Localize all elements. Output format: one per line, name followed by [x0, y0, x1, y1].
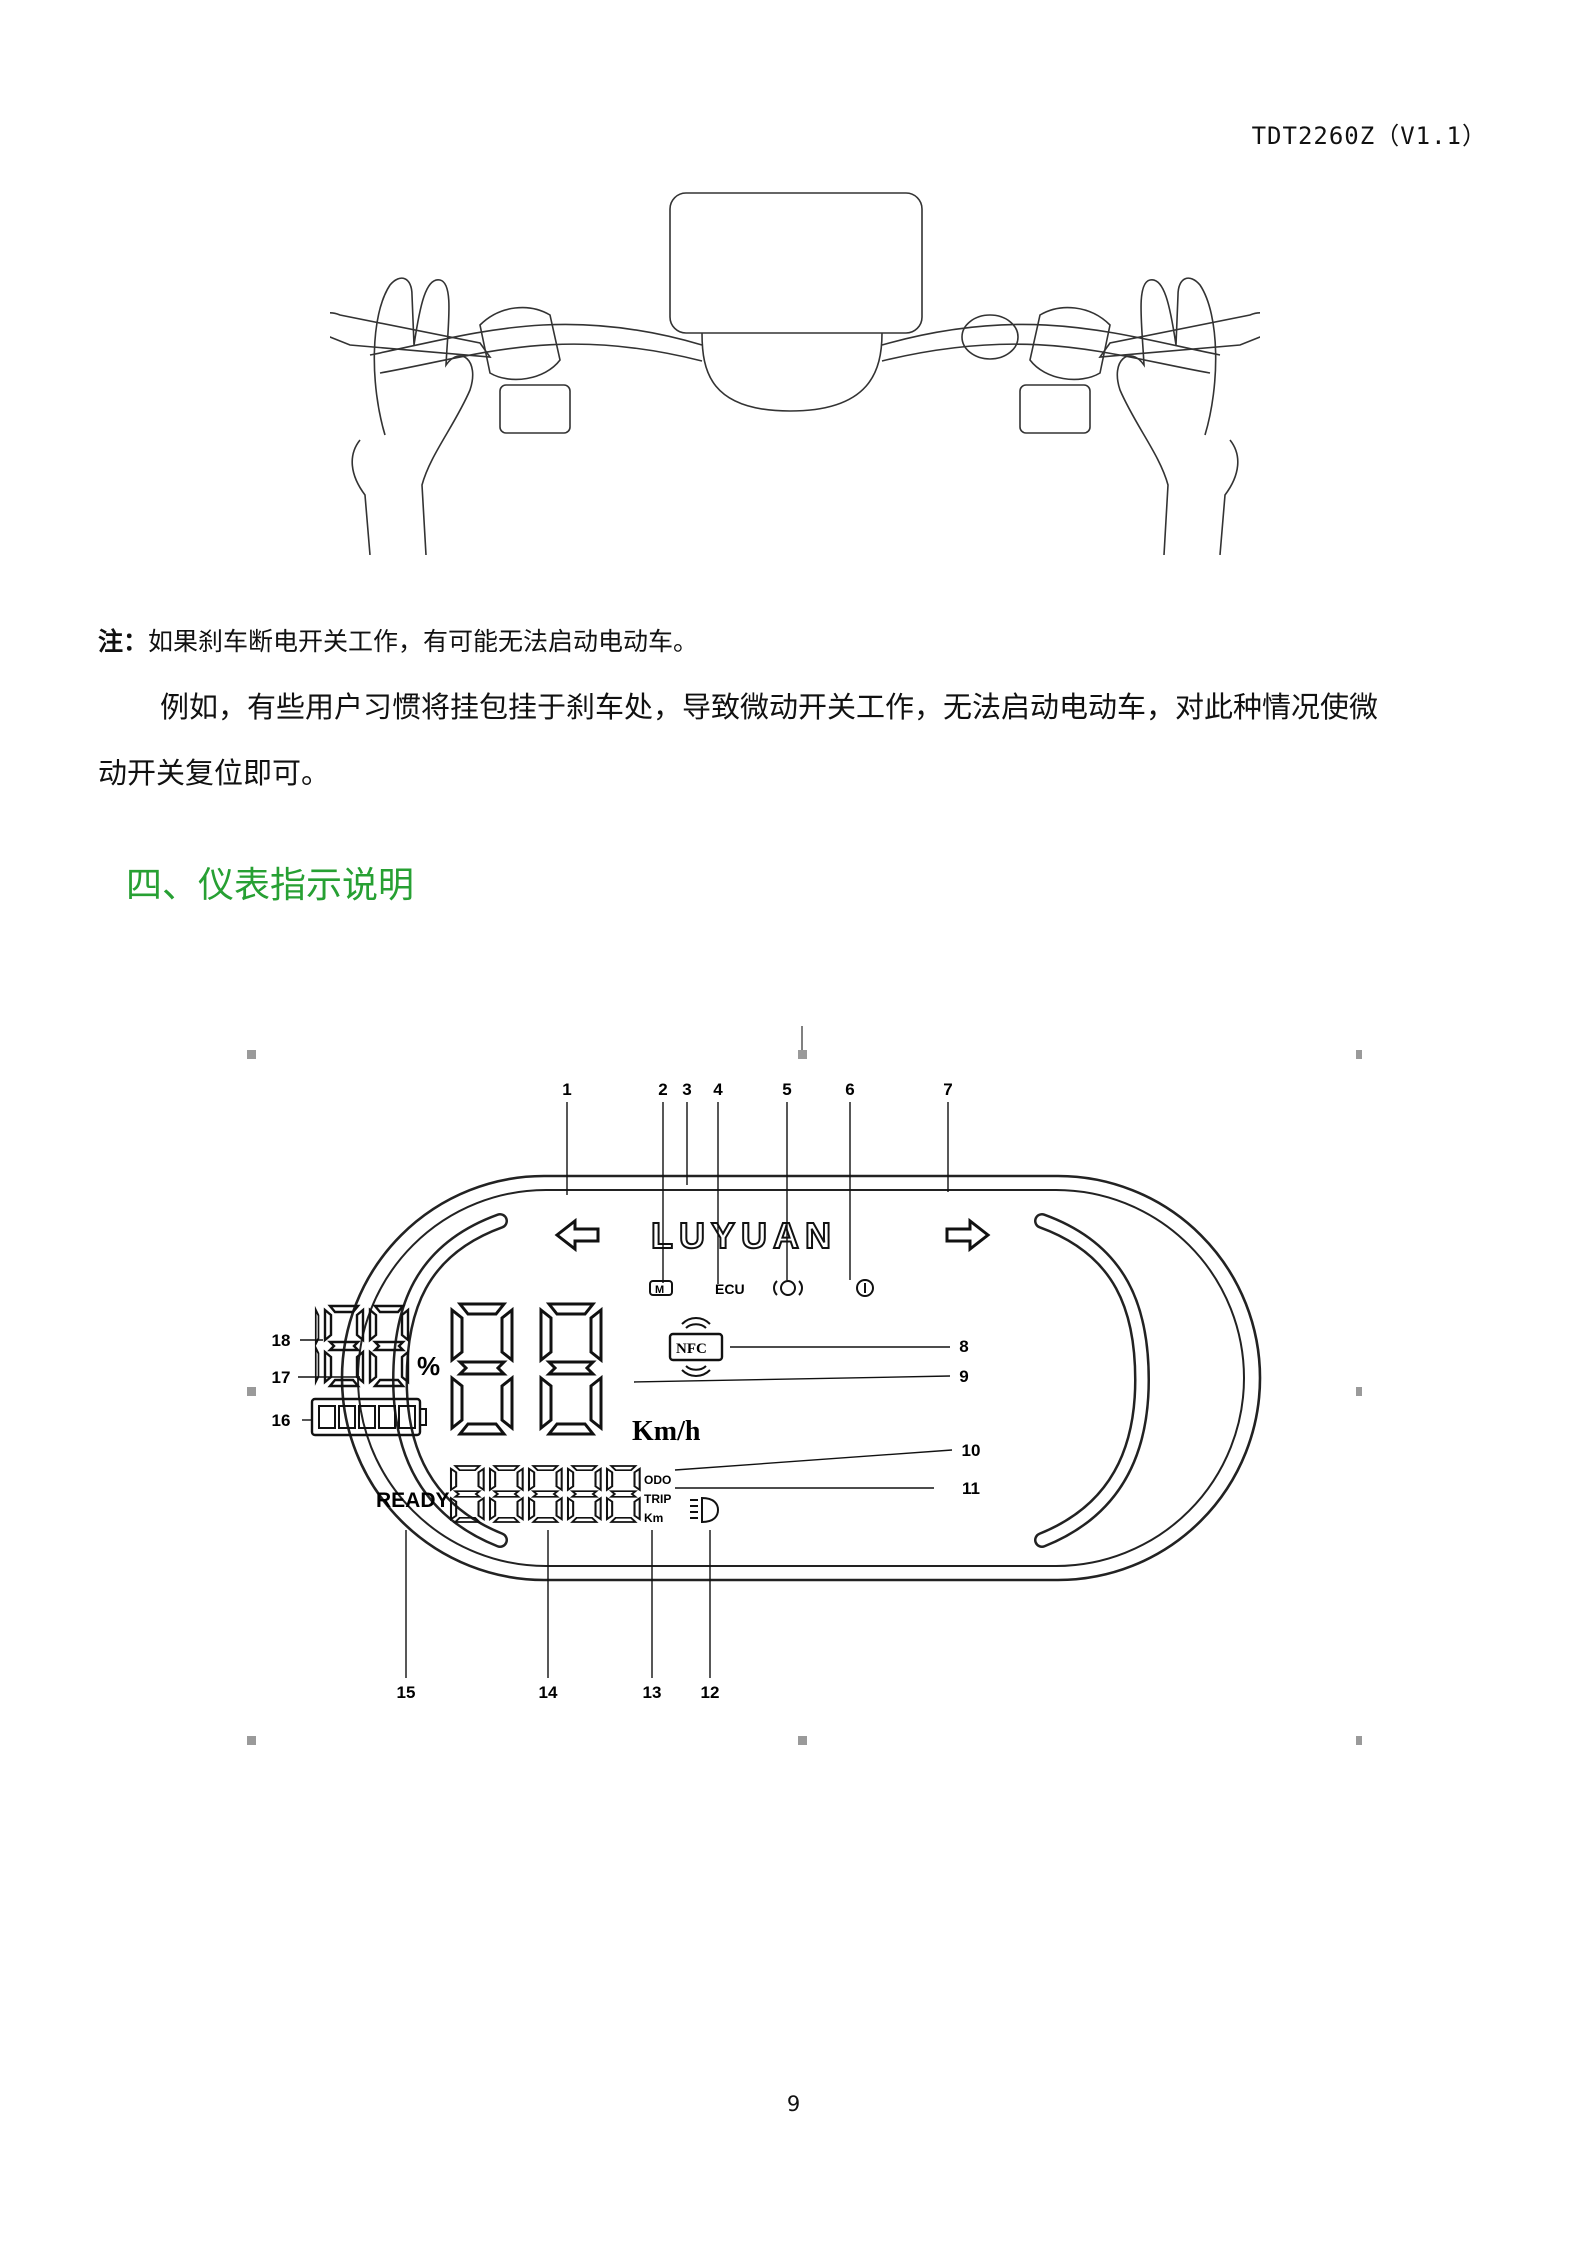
callout-leaders: [298, 1102, 953, 1678]
note-text: 如果刹车断电开关工作，有可能无法启动电动车。: [148, 627, 699, 656]
callout-4: 4: [713, 1080, 723, 1099]
speed-unit: Km/h: [632, 1416, 701, 1447]
section-heading: 四、仪表指示说明: [126, 865, 415, 906]
callout-6: 6: [845, 1080, 854, 1099]
dashboard-diagram: LUYUAN M ECU % Km/h NFC: [247, 1026, 1362, 1745]
display-mount-outline: [701, 332, 883, 412]
motor-fault-icon: M: [649, 1280, 673, 1296]
headlight-icon: [690, 1496, 720, 1524]
callout-8: 8: [959, 1337, 968, 1356]
display-panel-outline: [669, 192, 923, 334]
document-code: TDT2260Z（V1.1）: [1251, 122, 1487, 150]
callout-2: 2: [658, 1080, 667, 1099]
note-line: 注：如果刹车断电开关工作，有可能无法启动电动车。: [98, 622, 698, 658]
speed-digits: [450, 1302, 603, 1436]
callout-1: 1: [562, 1080, 571, 1099]
km-label: Km: [644, 1511, 663, 1525]
percent-sign: %: [417, 1351, 440, 1381]
callout-10: 10: [962, 1441, 981, 1460]
odo-label: ODO: [644, 1473, 671, 1487]
note-prefix: 注：: [98, 627, 149, 656]
callout-14: 14: [539, 1683, 558, 1702]
odometer-digits: [449, 1464, 641, 1524]
page-number: 9: [786, 2092, 801, 2116]
left-turn-arrow-icon: [554, 1217, 600, 1253]
right-brake-lever: [1098, 312, 1260, 358]
selection-handles: [247, 1050, 1362, 1745]
housing-outer-outline: [340, 1174, 1262, 1582]
paragraph-line-2: 动开关复位即可。: [98, 756, 331, 790]
callout-numbers: 1 2 3 4 5 6 7 8 9 10 11 12 13 14 15 16 1…: [272, 1080, 981, 1702]
svg-text:NFC: NFC: [676, 1341, 707, 1357]
brand-logo: LUYUAN: [651, 1215, 837, 1256]
ready-indicator: READY: [376, 1489, 450, 1512]
left-hand-outline: [373, 277, 474, 555]
callout-17: 17: [272, 1368, 291, 1387]
right-mirror-mount: [961, 314, 1019, 360]
left-switch-block: [499, 384, 571, 434]
callout-5: 5: [782, 1080, 791, 1099]
right-bar-arc: [1034, 1213, 1151, 1548]
brake-fault-icon: [773, 1280, 803, 1296]
left-brake-housing: [479, 306, 561, 381]
right-brake-housing: [1029, 306, 1111, 381]
right-turn-arrow-icon: [945, 1217, 991, 1253]
handlebar-left-bar: [369, 323, 703, 356]
parking-brake-icon: [856, 1279, 874, 1297]
callout-9: 9: [959, 1367, 968, 1386]
callout-16: 16: [272, 1411, 291, 1430]
handlebar-right-bar: [881, 323, 1221, 356]
svg-text:M: M: [655, 1284, 664, 1296]
trip-label: TRIP: [644, 1492, 671, 1506]
callout-11: 11: [962, 1479, 980, 1498]
nfc-icon: NFC: [668, 1317, 724, 1377]
handlebar-illustration: [330, 192, 1260, 555]
ecu-indicator: ECU: [715, 1281, 745, 1297]
left-brake-lever: [330, 312, 492, 358]
right-switch-block: [1019, 384, 1091, 434]
callout-18: 18: [272, 1331, 291, 1350]
paragraph-line-1: 例如，有些用户习惯将挂包挂于刹车处，导致微动开关工作，无法启动电动车，对此种情况…: [160, 690, 1379, 724]
callout-15: 15: [397, 1683, 416, 1702]
callout-3: 3: [682, 1080, 691, 1099]
callout-7: 7: [943, 1080, 952, 1099]
battery-level-bar: [310, 1397, 427, 1437]
callout-13: 13: [643, 1683, 662, 1702]
callout-12: 12: [701, 1683, 720, 1702]
right-hand-outline: [1116, 277, 1217, 555]
